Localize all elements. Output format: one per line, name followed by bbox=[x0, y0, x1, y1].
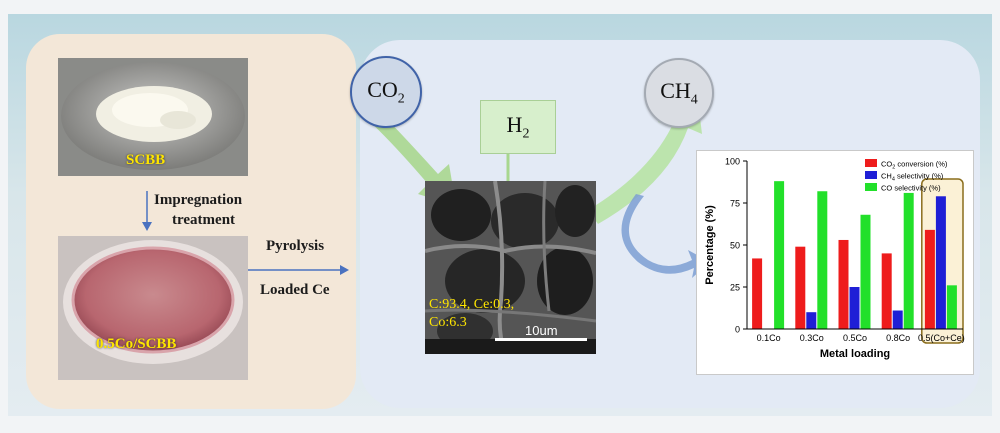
sem-composition-line1: C:93.4, Ce:0.3, bbox=[429, 297, 515, 312]
sem-image: C:93.4, Ce:0.3, Co:6.3 10um bbox=[425, 181, 596, 354]
x-tick-label: 0.5Co bbox=[843, 333, 867, 343]
bar-2-2 bbox=[860, 214, 871, 329]
h2-formula: H2 bbox=[506, 111, 530, 142]
figure-frame: SCBB Impregnation treatment 0.5Co/SCBB P… bbox=[8, 14, 992, 416]
impregnation-arrow-head bbox=[142, 222, 152, 231]
recycle-arrow bbox=[621, 194, 710, 278]
legend-label-2: CO selectivity (%) bbox=[881, 184, 941, 193]
co-scbb-label: 0.5Co/SCBB bbox=[96, 336, 177, 352]
x-tick-label: 0.1Co bbox=[757, 333, 781, 343]
y-tick-label: 50 bbox=[730, 241, 740, 251]
ch4-circle: CH4 bbox=[644, 58, 714, 128]
bar-2-4 bbox=[946, 285, 957, 329]
bar-chart: 0 25 50 75 100 0.1Co 0.3Co 0.5Co 0.8Co 0.5(Co+Ce)… bbox=[704, 157, 965, 361]
impregnation-label-line2: treatment bbox=[172, 212, 236, 228]
x-tick-label: 0.3Co bbox=[800, 333, 824, 343]
chart-panel: 0 25 50 75 100 0.1Co 0.3Co 0.5Co 0.8Co 0.5(Co+Ce)… bbox=[696, 150, 974, 375]
pyrolysis-arrow-head bbox=[340, 265, 349, 275]
x-axis-label: Metal loading bbox=[820, 348, 890, 360]
pyrolysis-label: Pyrolysis bbox=[266, 238, 325, 254]
x-tick-label: 0.8Co bbox=[886, 333, 910, 343]
scbb-label: SCBB bbox=[126, 152, 166, 168]
bar-1-1 bbox=[806, 312, 817, 329]
co-scbb-photo bbox=[58, 236, 248, 380]
legend-label-0: CO2 conversion (%) bbox=[881, 160, 948, 171]
bar-1-4 bbox=[935, 196, 946, 329]
bar-2-0 bbox=[774, 181, 785, 329]
bar-0-1 bbox=[795, 246, 806, 329]
bar-1-2 bbox=[849, 287, 860, 329]
scbb-powder-photo bbox=[58, 58, 248, 176]
legend-label-1: CH4 selectivity (%) bbox=[881, 172, 944, 183]
loaded-ce-label: Loaded Ce bbox=[260, 282, 330, 298]
sem-composition-line2: Co:6.3 bbox=[429, 315, 467, 330]
bar-1-3 bbox=[892, 310, 903, 329]
sem-scale-label: 10um bbox=[525, 323, 558, 338]
y-tick-label: 0 bbox=[735, 325, 740, 335]
bar-0-3 bbox=[881, 253, 892, 329]
y-tick-label: 25 bbox=[730, 283, 740, 293]
h2-box: H2 bbox=[480, 100, 556, 154]
bar-0-4 bbox=[924, 229, 935, 329]
y-tick-label: 100 bbox=[725, 157, 740, 167]
x-tick-label: 0.5(Co+Ce) bbox=[918, 333, 965, 343]
bar-0-2 bbox=[838, 239, 849, 329]
legend-swatch-2 bbox=[865, 183, 877, 191]
bar-2-1 bbox=[817, 191, 828, 329]
impregnation-label-line1: Impregnation bbox=[154, 192, 243, 208]
co2-circle: CO2 bbox=[350, 56, 422, 128]
y-tick-label: 75 bbox=[730, 199, 740, 209]
co2-formula: CO2 bbox=[367, 76, 405, 107]
sem-texture bbox=[425, 181, 596, 354]
bar-0-0 bbox=[752, 258, 763, 329]
bar-2-3 bbox=[903, 192, 914, 329]
legend-swatch-0 bbox=[865, 159, 877, 167]
legend-swatch-1 bbox=[865, 171, 877, 179]
ch4-formula: CH4 bbox=[660, 77, 698, 108]
y-axis-label: Percentage (%) bbox=[704, 205, 716, 285]
